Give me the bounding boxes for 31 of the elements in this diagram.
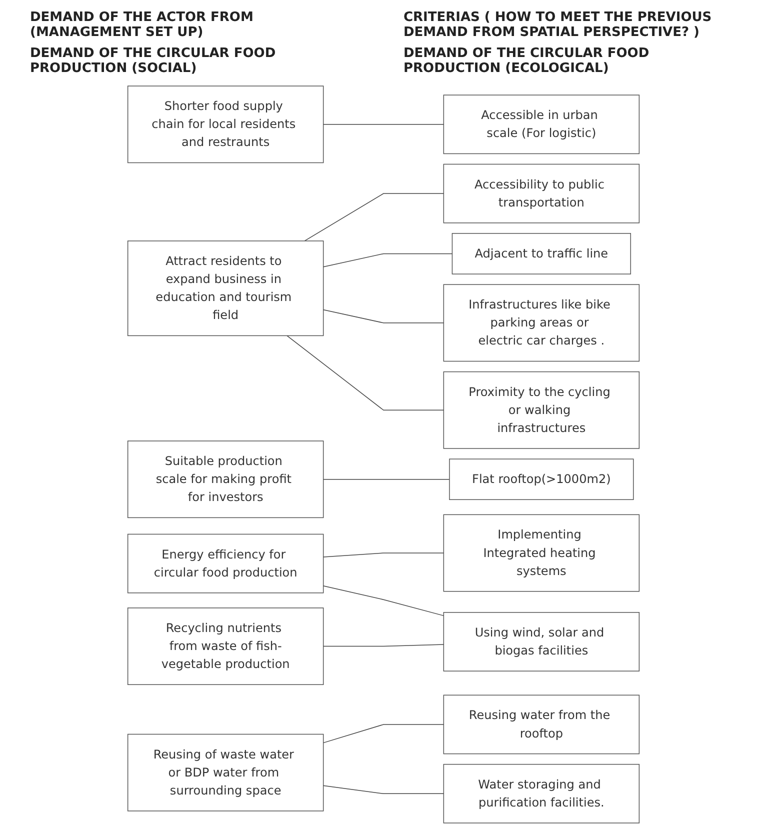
connector <box>322 124 444 125</box>
node-box: Using wind, solar and biogas facilities <box>443 612 640 672</box>
node-box: Suitable production scale for making profit for investors <box>127 440 324 518</box>
node-box: Reusing of waste water or BDP water from surrounding space <box>127 734 324 812</box>
node-box: Infrastructures like bike parking areas or electric car charges . <box>443 284 640 362</box>
connector <box>286 335 444 410</box>
node-box: Flat rooftop(>1000m2) <box>449 458 634 500</box>
connector <box>322 724 444 744</box>
node-box: Accessibility to public transportation <box>443 164 640 224</box>
column-heading: DEMAND OF THE CIRCULAR FOOD PRODUCTION (ECOLOGICAL) <box>404 46 650 76</box>
node-box: Water storaging and purification facilities. <box>443 764 640 824</box>
node-box: Proximity to the cycling or walking infrastructures <box>443 371 640 449</box>
node-box: Adjacent to traffic line <box>452 233 631 274</box>
column-heading: DEMAND OF THE ACTOR FROM (MANAGEMENT SET UP) <box>30 10 254 40</box>
connector <box>304 193 444 242</box>
column-heading: CRITERIAS ( HOW TO MEET THE PREVIOUS DEMAND FROM SPATIAL PERSPECTIVE? ) <box>404 10 713 40</box>
node-box: Accessible in urban scale (For logistic) <box>443 94 640 154</box>
connector <box>322 478 450 480</box>
connector <box>322 253 453 268</box>
node-box: Energy efficiency for circular food production <box>127 534 324 594</box>
node-box: Attract residents to expand business in education and tourism field <box>127 240 324 336</box>
connector <box>322 309 444 324</box>
connector <box>322 644 444 647</box>
connector <box>322 552 444 558</box>
node-box: Reusing water from the rooftop <box>443 694 640 754</box>
column-heading: DEMAND OF THE CIRCULAR FOOD PRODUCTION (SOCIAL) <box>30 46 277 76</box>
node-box: Shorter food supply chain for local residents and restraunts <box>127 86 324 164</box>
node-box: Implementing Integrated heating systems <box>443 514 640 592</box>
connector <box>322 586 444 616</box>
node-box: Recycling nutrients from waste of fish-vegetable production <box>127 608 324 685</box>
connector <box>322 785 444 794</box>
